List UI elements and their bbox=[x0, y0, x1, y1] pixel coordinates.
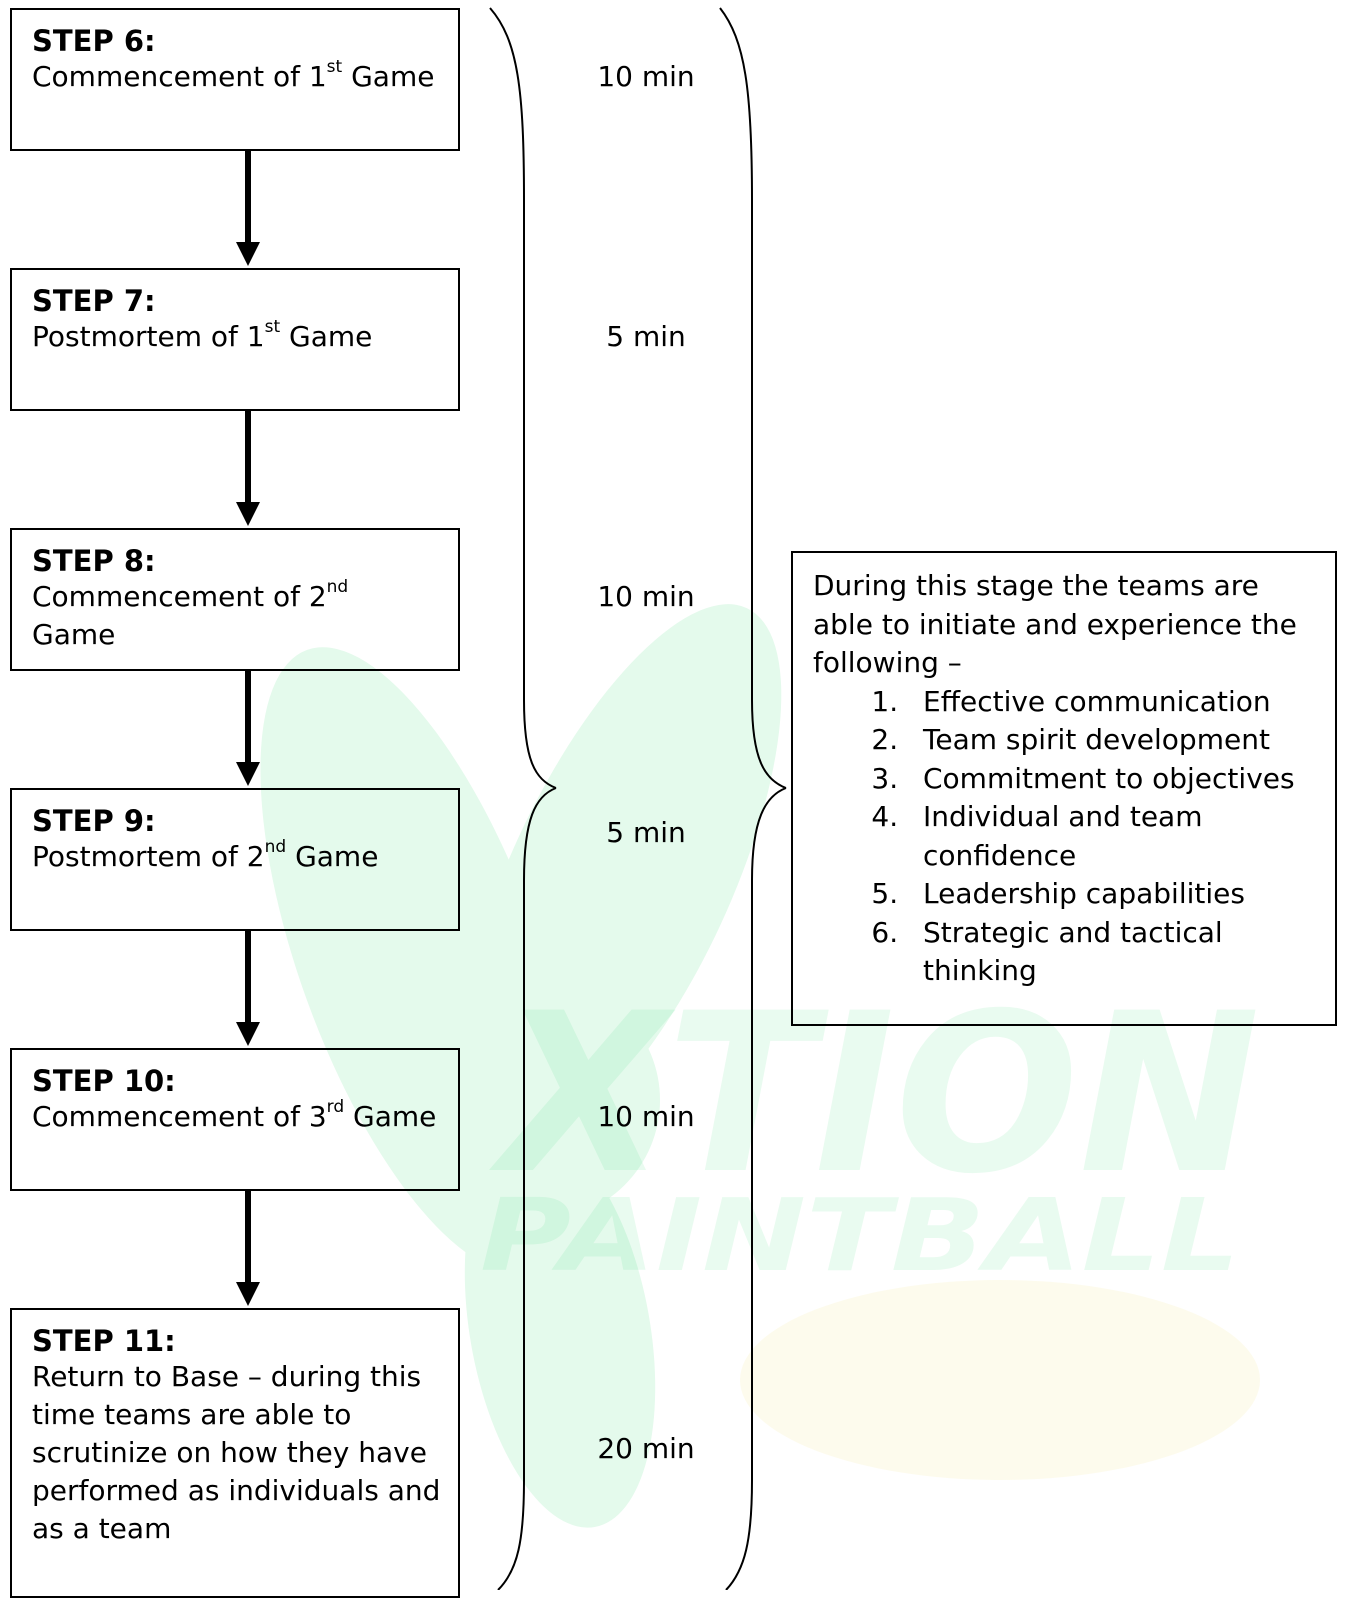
stage-note-intro: During this stage the teams are able to … bbox=[813, 569, 1297, 679]
step-8-text: Commencement of 2nd Game bbox=[32, 576, 349, 651]
step-9-box: STEP 9: Postmortem of 2nd Game bbox=[10, 788, 460, 931]
left-brace-upper bbox=[489, 7, 557, 789]
right-brace-upper bbox=[719, 7, 787, 789]
duration-step-11: 20 min bbox=[597, 1432, 695, 1465]
step-8-title: STEP 8: bbox=[32, 544, 156, 578]
step-6-box: STEP 6: Commencement of 1st Game bbox=[10, 8, 460, 151]
step-10-box: STEP 10: Commencement of 3rd Game bbox=[10, 1048, 460, 1191]
duration-step-10: 10 min bbox=[597, 1100, 695, 1133]
step-9-title: STEP 9: bbox=[32, 804, 156, 838]
flow-arrow-8-9 bbox=[236, 671, 260, 786]
step-7-box: STEP 7: Postmortem of 1st Game bbox=[10, 268, 460, 411]
watermark-text-line2: PAINTBALL bbox=[480, 1177, 1240, 1294]
duration-step-7: 5 min bbox=[606, 320, 686, 353]
stage-note-item: Strategic and tactical thinking bbox=[907, 914, 1319, 991]
step-11-box: STEP 11: Return to Base – during this ti… bbox=[10, 1308, 460, 1598]
watermark-text-line1: XTION bbox=[488, 966, 1260, 1222]
stage-note-list: Effective communication Team spirit deve… bbox=[813, 683, 1319, 991]
flow-arrow-9-10 bbox=[236, 931, 260, 1046]
flow-arrow-7-8 bbox=[236, 411, 260, 526]
duration-step-9: 5 min bbox=[606, 816, 686, 849]
flow-arrow-6-7 bbox=[236, 151, 260, 266]
step-8-box: STEP 8: Commencement of 2nd Game bbox=[10, 528, 460, 671]
step-10-title: STEP 10: bbox=[32, 1064, 176, 1098]
stage-note-item: Individual and team confidence bbox=[907, 798, 1319, 875]
duration-step-8: 10 min bbox=[597, 580, 695, 613]
step-11-text: Return to Base – during this time teams … bbox=[32, 1360, 441, 1545]
duration-step-6: 10 min bbox=[597, 60, 695, 93]
step-10-text: Commencement of 3rd Game bbox=[32, 1096, 437, 1133]
stage-note-item: Leadership capabilities bbox=[907, 875, 1319, 914]
stage-note-box: During this stage the teams are able to … bbox=[791, 551, 1337, 1026]
stage-note-item: Team spirit development bbox=[907, 721, 1319, 760]
left-brace-lower bbox=[497, 787, 557, 1590]
step-7-text: Postmortem of 1st Game bbox=[32, 316, 373, 353]
step-6-title: STEP 6: bbox=[32, 24, 156, 58]
step-7-title: STEP 7: bbox=[32, 284, 156, 318]
step-9-text: Postmortem of 2nd Game bbox=[32, 836, 379, 873]
step-6-text: Commencement of 1st Game bbox=[32, 56, 435, 93]
stage-note-item: Effective communication bbox=[907, 683, 1319, 722]
right-brace-lower bbox=[725, 787, 787, 1590]
flow-arrow-10-11 bbox=[236, 1191, 260, 1306]
step-11-title: STEP 11: bbox=[32, 1324, 176, 1358]
stage-note-item: Commitment to objectives bbox=[907, 760, 1319, 799]
